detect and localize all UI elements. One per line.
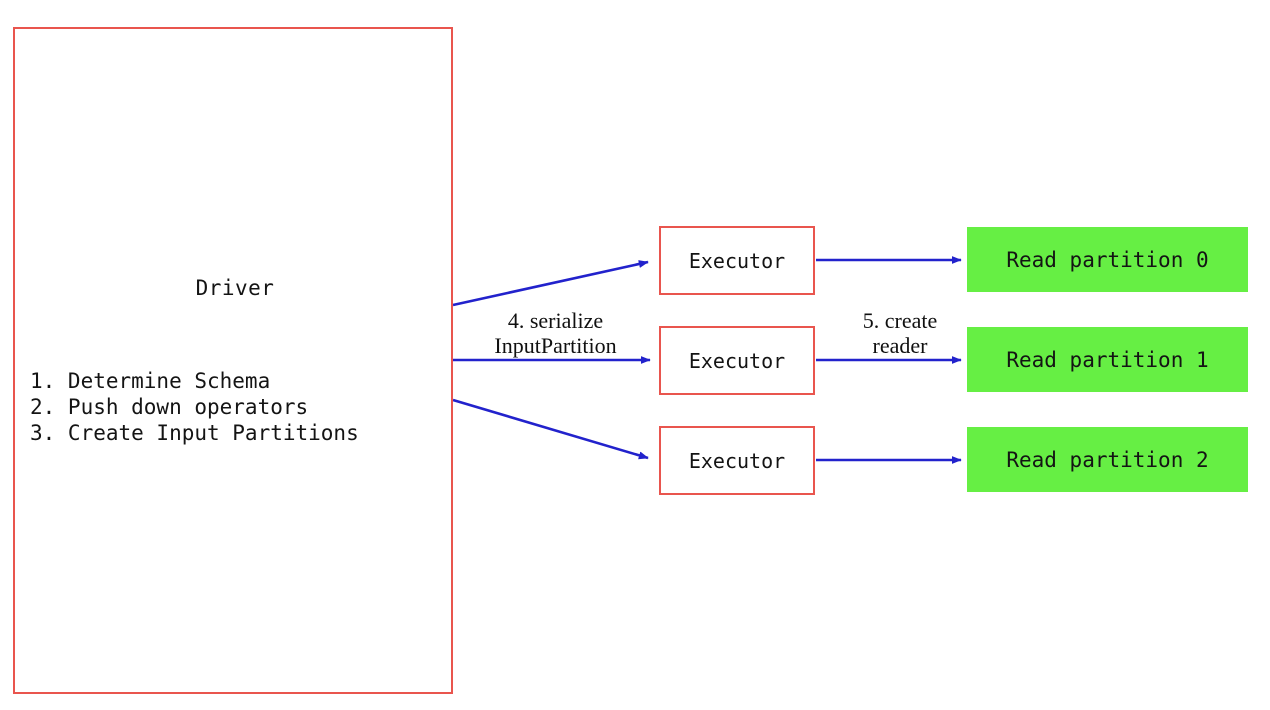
executor-label-2: Executor [688, 448, 786, 473]
arrow-driver-to-executor-0 [452, 260, 649, 307]
read-partition-label-1: Read partition 1 [1006, 347, 1209, 372]
executor-box-1: Executor [659, 326, 815, 395]
executor-box-2: Executor [659, 426, 815, 495]
driver-box: Driver 1. Determine Schema 2. Push down … [13, 27, 453, 694]
read-partition-box-2: Read partition 2 [967, 427, 1248, 492]
read-partition-box-1: Read partition 1 [967, 327, 1248, 392]
read-partition-label-0: Read partition 0 [1006, 247, 1209, 272]
edge-label-serialize-input-partition: 4. serialize InputPartition [494, 308, 617, 358]
read-partition-box-0: Read partition 0 [967, 227, 1248, 292]
arrow-driver-to-executor-2 [452, 398, 649, 460]
executor-label-1: Executor [688, 348, 786, 373]
read-partition-label-2: Read partition 2 [1006, 447, 1209, 472]
driver-steps-list: 1. Determine Schema 2. Push down operato… [30, 369, 359, 445]
executor-box-0: Executor [659, 226, 815, 295]
driver-title: Driver [195, 276, 275, 300]
edge-label-create-reader: 5. create reader [862, 308, 938, 358]
executor-label-0: Executor [688, 248, 786, 273]
